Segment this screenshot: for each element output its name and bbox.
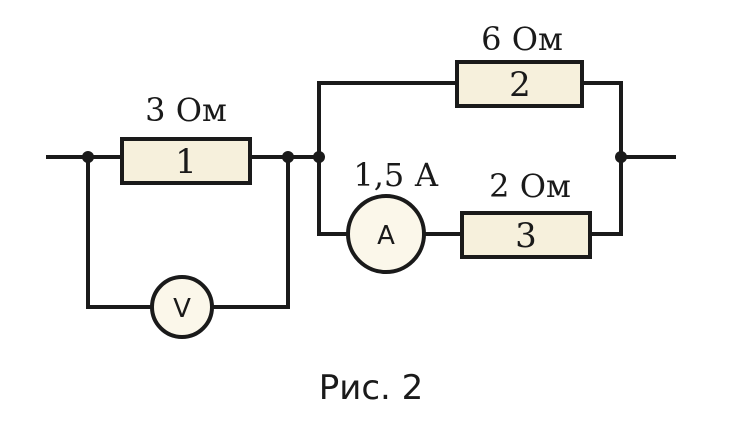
figure-caption: Рис. 2 (319, 368, 424, 408)
wire-upper-right (580, 81, 623, 159)
resistor-3-body (460, 211, 592, 259)
wire-upper-left (317, 81, 459, 159)
wire-voltmeter-right (210, 155, 290, 309)
ammeter-symbol: A (377, 221, 395, 251)
resistor-2: 2 6 Ом (455, 20, 584, 108)
junction-node (282, 151, 294, 163)
wire-lower-left (317, 155, 350, 236)
ammeter: A 1,5 А (346, 156, 439, 274)
wires (46, 81, 676, 309)
resistor-3-number: 3 (515, 216, 537, 256)
voltmeter-symbol: V (173, 294, 191, 324)
ammeter-circle (346, 194, 426, 274)
voltmeter-circle (150, 275, 214, 339)
junction-node (313, 151, 325, 163)
resistor-2-number: 2 (509, 65, 531, 105)
ammeter-reading: 1,5 А (353, 156, 438, 194)
resistor-2-resistance: 6 Ом (481, 20, 563, 58)
resistor-3-resistance: 2 Ом (489, 167, 571, 205)
wire-voltmeter-left (86, 155, 154, 309)
junction-node (82, 151, 94, 163)
resistor-2-body (455, 60, 584, 108)
resistor-1: 1 3 Ом (120, 91, 252, 185)
resistor-1-number: 1 (175, 142, 197, 182)
voltmeter: V (150, 275, 214, 339)
resistor-1-resistance: 3 Ом (145, 91, 227, 129)
resistor-3: 3 2 Ом (460, 167, 592, 259)
junction-nodes (82, 151, 627, 163)
junction-node (615, 151, 627, 163)
resistor-1-body (120, 137, 252, 185)
wire-lower-right (588, 155, 623, 236)
